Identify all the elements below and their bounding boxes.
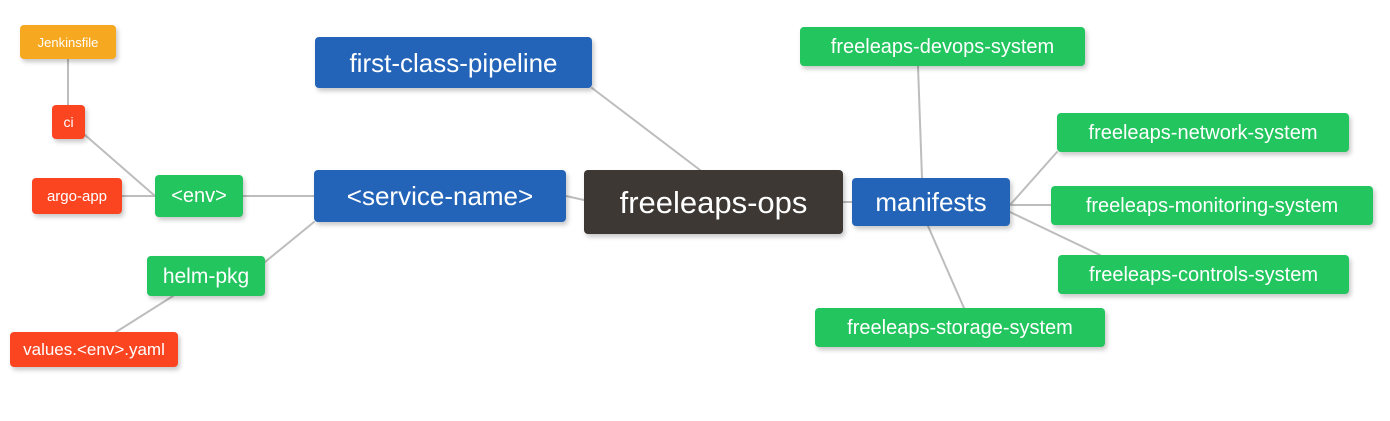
node-label-freeleaps-network-system: freeleaps-network-system: [1088, 121, 1318, 144]
node-label-freeleaps-storage-system: freeleaps-storage-system: [847, 316, 1073, 339]
node-label-freeleaps-controls-system: freeleaps-controls-system: [1089, 263, 1318, 286]
node-freeleaps-ops[interactable]: freeleaps-ops: [584, 170, 843, 234]
edge-manifests-to-freeleaps-storage-system: [927, 225, 965, 309]
node-service-name[interactable]: <service-name>: [314, 170, 566, 222]
edge-first-class-pipeline-to-freeleaps-ops: [591, 87, 701, 171]
node-freeleaps-controls-system[interactable]: freeleaps-controls-system: [1058, 255, 1349, 294]
node-freeleaps-storage-system[interactable]: freeleaps-storage-system: [815, 308, 1105, 347]
node-freeleaps-devops-system[interactable]: freeleaps-devops-system: [800, 27, 1085, 66]
node-ci[interactable]: ci: [52, 105, 85, 139]
node-helm-pkg[interactable]: helm-pkg: [147, 256, 265, 296]
edge-helm-pkg-to-service-name: [264, 221, 315, 263]
node-env[interactable]: <env>: [155, 175, 243, 217]
edge-values-env-yaml-to-helm-pkg: [115, 295, 174, 333]
node-label-env: <env>: [171, 185, 227, 207]
node-freeleaps-monitoring-system[interactable]: freeleaps-monitoring-system: [1051, 186, 1373, 225]
node-label-values-env-yaml: values.<env>.yaml: [23, 340, 165, 359]
node-label-jenkinsfile: Jenkinsfile: [37, 34, 99, 50]
node-label-first-class-pipeline: first-class-pipeline: [349, 47, 558, 78]
node-label-argo-app: argo-app: [46, 187, 108, 205]
node-label-manifests: manifests: [875, 187, 987, 217]
node-label-freeleaps-ops: freeleaps-ops: [619, 184, 808, 220]
node-manifests[interactable]: manifests: [852, 178, 1010, 226]
node-label-ci: ci: [63, 114, 74, 130]
node-freeleaps-network-system[interactable]: freeleaps-network-system: [1057, 113, 1349, 152]
node-argo-app[interactable]: argo-app: [32, 178, 122, 214]
edge-manifests-to-freeleaps-network-system: [1009, 151, 1058, 206]
node-first-class-pipeline[interactable]: first-class-pipeline: [315, 37, 592, 88]
node-label-freeleaps-monitoring-system: freeleaps-monitoring-system: [1085, 194, 1339, 217]
node-label-helm-pkg: helm-pkg: [162, 264, 250, 288]
node-label-freeleaps-devops-system: freeleaps-devops-system: [830, 35, 1055, 58]
edge-manifests-to-freeleaps-devops-system: [917, 65, 923, 179]
node-values-env-yaml[interactable]: values.<env>.yaml: [10, 332, 178, 367]
edge-service-name-to-freeleaps-ops: [565, 195, 585, 201]
node-jenkinsfile[interactable]: Jenkinsfile: [20, 25, 116, 59]
node-label-service-name: <service-name>: [346, 181, 534, 211]
